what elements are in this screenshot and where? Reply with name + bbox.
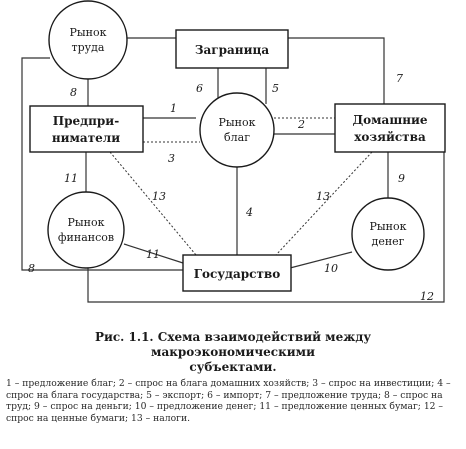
goods-market-label-2: благ [224,131,250,144]
money-market-label-2: денег [372,235,405,248]
flow-number-1: 1 [170,102,177,115]
flow-number-13-left: 13 [152,190,166,203]
households-label-2: хозяйства [354,130,426,144]
households-label-1: Домашние [352,113,427,127]
interaction-diagram: Рынок труда Заграница Предпри- ниматели … [21,0,446,303]
flow-number-8-top: 8 [70,86,77,99]
finance-market-label-2: финансов [58,231,114,244]
abroad-label: Заграница [195,43,269,57]
flow-number-5: 5 [272,82,279,95]
entrepreneurs-label-1: Предпри- [53,114,119,128]
finance-market-label-1: Рынок [68,216,105,229]
flow-number-12: 12 [420,290,434,303]
entrepreneurs-label-2: ниматели [52,131,120,145]
households-node: Домашние хозяйства [334,103,446,153]
flow-line-8-left [21,57,183,271]
flow-number-11-left: 11 [64,172,78,185]
flow-number-4: 4 [245,206,253,219]
labor-market-label-2: труда [72,41,105,54]
flow-line-10 [289,251,353,269]
flow-number-8-left: 8 [28,262,35,275]
flow-number-9: 9 [398,172,405,185]
goods-market-node: Рынок благ [199,92,275,168]
entrepreneurs-node: Предпри- ниматели [29,105,144,153]
finance-market-node: Рынок финансов [47,191,125,269]
flow-number-7: 7 [396,72,403,85]
caption-line-2: субъектами. [189,360,277,374]
flow-line-12 [87,150,445,303]
goods-market-label-1: Рынок [219,116,256,129]
flow-number-10: 10 [324,262,338,275]
state-node: Государство [182,254,292,292]
abroad-node: Заграница [175,29,289,69]
flow-line-13-right [275,151,373,256]
flow-number-6: 6 [196,82,203,95]
figure-caption: Рис. 1.1. Схема взаимодействий между мак… [20,330,446,375]
flow-number-11-bottom: 11 [146,248,160,261]
flow-number-13-right: 13 [316,190,330,203]
money-market-node: Рынок денег [351,197,425,271]
flow-number-3: 3 [168,152,175,165]
flow-line-11-bottom [123,243,184,264]
money-market-label-1: Рынок [370,220,407,233]
figure-legend: 1 – предложение благ; 2 – спрос на блага… [6,378,451,424]
caption-line-1: Рис. 1.1. Схема взаимодействий между мак… [94,330,372,359]
labor-market-label-1: Рынок [70,26,107,39]
flow-number-2: 2 [297,118,305,131]
labor-market-node: Рынок труда [48,0,128,80]
state-label: Государство [194,267,281,281]
